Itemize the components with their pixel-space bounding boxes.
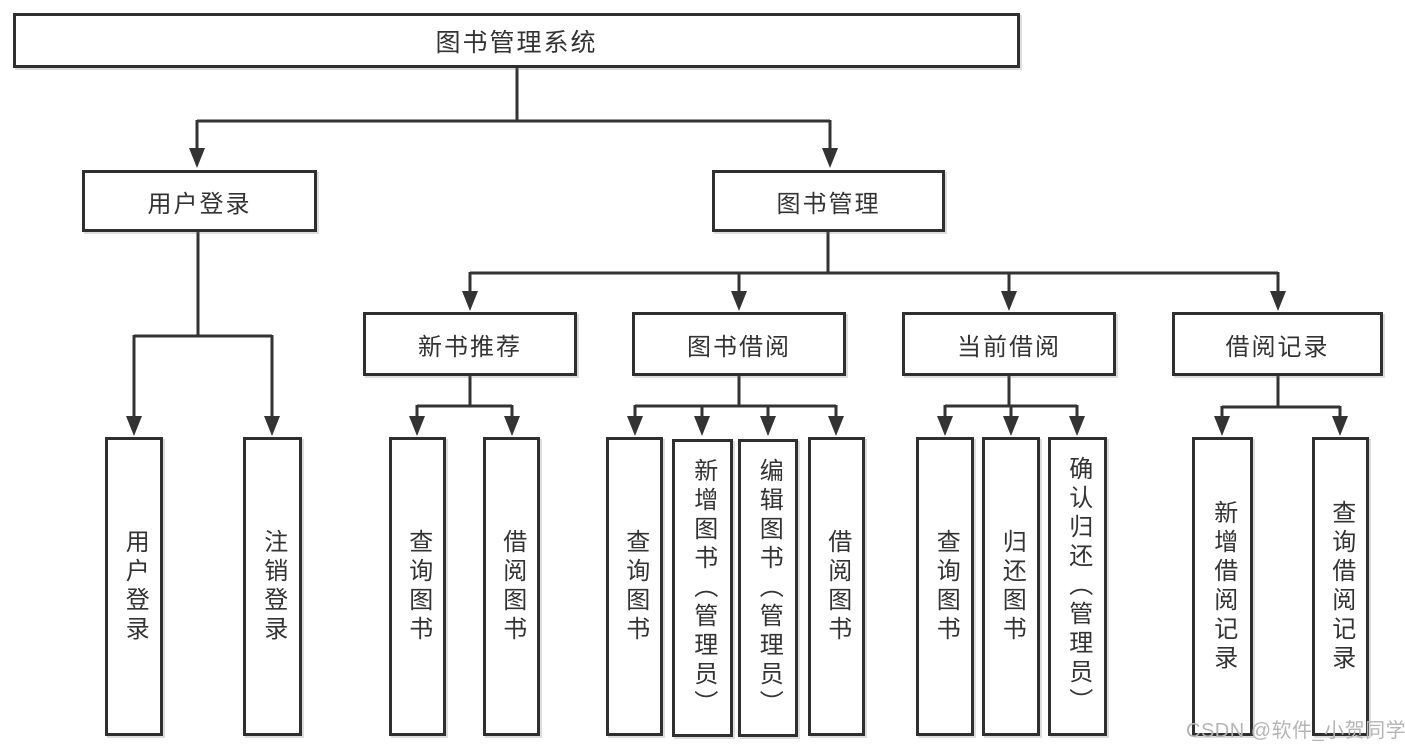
leaf-logout-login: 注销登录	[243, 437, 302, 736]
leaf-confirm-return-admin: 确认归还（管理员）	[1048, 437, 1107, 736]
leaf-logout-login-label: 注销登录	[259, 528, 287, 645]
node-user-login-label: 用户登录	[147, 190, 252, 218]
leaf-borrow-books-2: 借阅图书	[808, 437, 865, 736]
leaf-confirm-return-admin-label: 确认归还（管理员）	[1064, 456, 1092, 717]
node-user-login: 用户登录	[82, 170, 317, 232]
watermark: CSDN @软件_小贺同学	[1186, 720, 1405, 742]
node-new-book-recommend: 新书推荐	[363, 312, 577, 376]
leaf-query-borrow-record-label: 查询借阅记录	[1327, 499, 1355, 674]
node-current-borrow: 当前借阅	[902, 312, 1116, 376]
leaf-query-borrow-record: 查询借阅记录	[1312, 437, 1369, 736]
leaf-edit-books-admin-label: 编辑图书（管理员）	[755, 457, 783, 719]
leaf-add-books-admin: 新增图书（管理员）	[672, 439, 733, 737]
leaf-add-books-admin-label: 新增图书（管理员）	[689, 457, 717, 719]
leaf-borrow-books-1: 借阅图书	[483, 437, 540, 736]
leaf-query-books-1-label: 查询图书	[404, 528, 432, 645]
leaf-query-books-3: 查询图书	[916, 437, 974, 736]
leaf-query-books-2: 查询图书	[606, 437, 663, 736]
node-current-borrow-label: 当前借阅	[957, 333, 1061, 361]
leaf-return-books-label: 归还图书	[998, 528, 1026, 645]
node-book-borrow: 图书借阅	[632, 312, 846, 376]
arrowheads	[126, 148, 1348, 436]
node-borrow-record-label: 借阅记录	[1225, 333, 1330, 361]
leaf-return-books: 归还图书	[982, 437, 1040, 736]
node-root-label: 图书管理系统	[435, 28, 598, 57]
leaf-add-borrow-record-label: 新增借阅记录	[1209, 499, 1237, 674]
leaf-edit-books-admin: 编辑图书（管理员）	[738, 439, 798, 737]
leaf-query-books-2-label: 查询图书	[621, 528, 649, 645]
leaf-borrow-books-2-label: 借阅图书	[823, 528, 851, 645]
node-book-borrow-label: 图书借阅	[687, 333, 791, 361]
leaf-query-books-1: 查询图书	[389, 437, 446, 736]
node-book-management-label: 图书管理	[776, 190, 881, 218]
leaf-borrow-books-1-label: 借阅图书	[498, 528, 526, 645]
node-new-book-recommend-label: 新书推荐	[418, 333, 522, 361]
leaf-query-books-3-label: 查询图书	[932, 528, 960, 645]
leaf-add-borrow-record: 新增借阅记录	[1192, 437, 1253, 736]
node-borrow-record: 借阅记录	[1172, 312, 1383, 376]
node-book-management: 图书管理	[712, 170, 945, 232]
leaf-user-login: 用户登录	[105, 437, 163, 736]
node-root: 图书管理系统	[13, 13, 1020, 68]
leaf-user-login-label: 用户登录	[121, 528, 149, 645]
